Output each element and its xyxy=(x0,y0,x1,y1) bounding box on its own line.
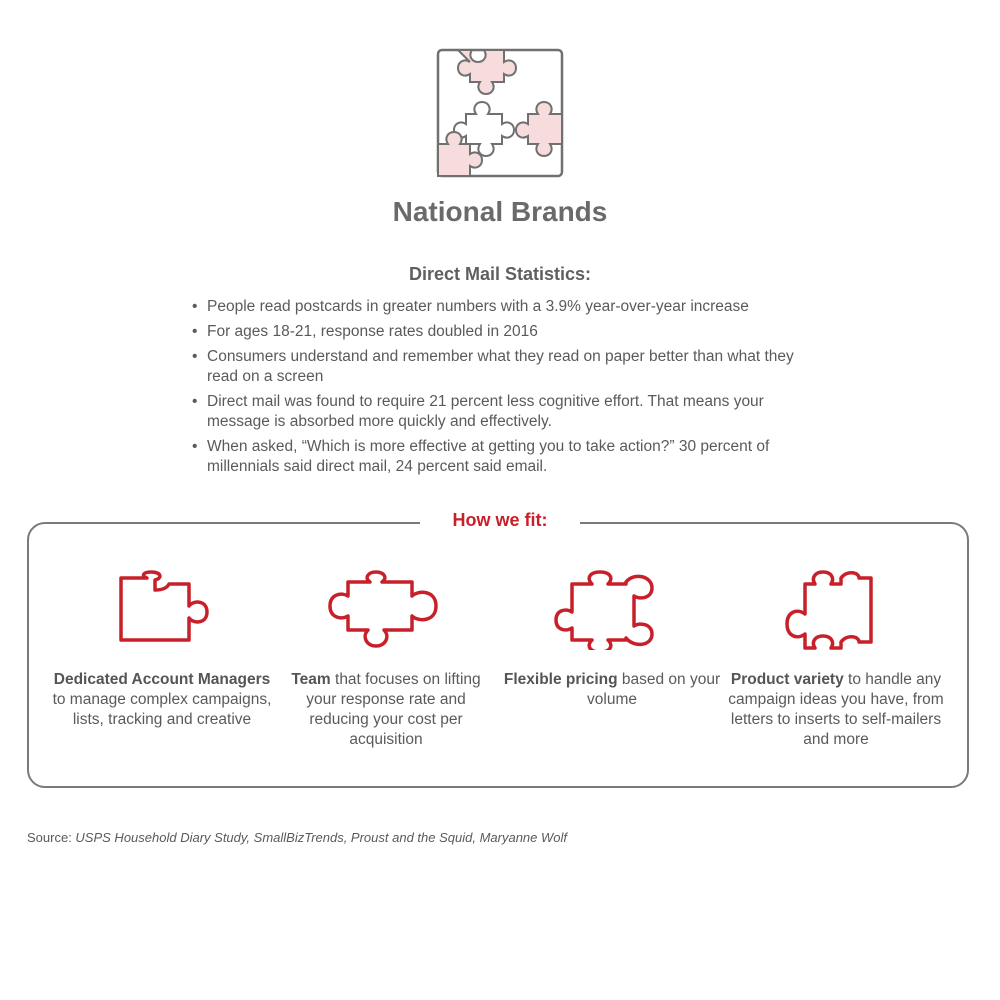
puzzle-edge-piece-icon xyxy=(785,570,873,650)
how-we-fit-heading: How we fit: xyxy=(420,510,580,531)
fit-rest: that focuses on lifting your response ra… xyxy=(306,671,481,748)
fit-text: Product variety to handle any campaign i… xyxy=(726,670,946,750)
fit-column-team: Team that focuses on lifting your respon… xyxy=(276,570,496,750)
fit-rest: based on your volume xyxy=(587,671,721,708)
fit-bold: Flexible pricing xyxy=(503,671,618,688)
list-item: Direct mail was found to require 21 perc… xyxy=(192,392,812,432)
fit-bold: Product variety xyxy=(730,671,844,688)
fit-column-account-managers: Dedicated Account Managers to manage com… xyxy=(52,570,272,730)
fit-text: Dedicated Account Managers to manage com… xyxy=(52,670,272,730)
fit-text: Team that focuses on lifting your respon… xyxy=(276,670,496,750)
puzzle-corner-piece-icon xyxy=(119,570,209,642)
page-title: National Brands xyxy=(392,196,608,227)
puzzle-grid-icon xyxy=(436,48,564,178)
puzzle-edge-piece-icon xyxy=(328,570,438,648)
stats-list: People read postcards in greater numbers… xyxy=(192,297,812,482)
source-text: USPS Household Diary Study, SmallBizTren… xyxy=(75,830,567,845)
source-note: Source: USPS Household Diary Study, Smal… xyxy=(27,830,567,845)
fit-column-pricing: Flexible pricing based on your volume xyxy=(502,570,722,710)
fit-bold: Dedicated Account Managers xyxy=(53,671,271,688)
list-item: Consumers understand and remember what t… xyxy=(192,347,812,387)
list-item: People read postcards in greater numbers… xyxy=(192,297,812,317)
list-item: When asked, “Which is more effective at … xyxy=(192,437,812,477)
fit-rest: to manage complex campaigns, lists, trac… xyxy=(52,691,272,728)
fit-rest: to handle any campaign ideas you have, f… xyxy=(728,671,944,748)
puzzle-center-piece-icon xyxy=(554,570,654,650)
stats-subtitle: Direct Mail Statistics: xyxy=(408,264,592,284)
source-label: Source: xyxy=(27,830,76,845)
fit-text: Flexible pricing based on your volume xyxy=(502,670,722,710)
list-item: For ages 18-21, response rates doubled i… xyxy=(192,322,812,342)
fit-bold: Team xyxy=(291,671,331,688)
fit-column-product-variety: Product variety to handle any campaign i… xyxy=(726,570,946,750)
